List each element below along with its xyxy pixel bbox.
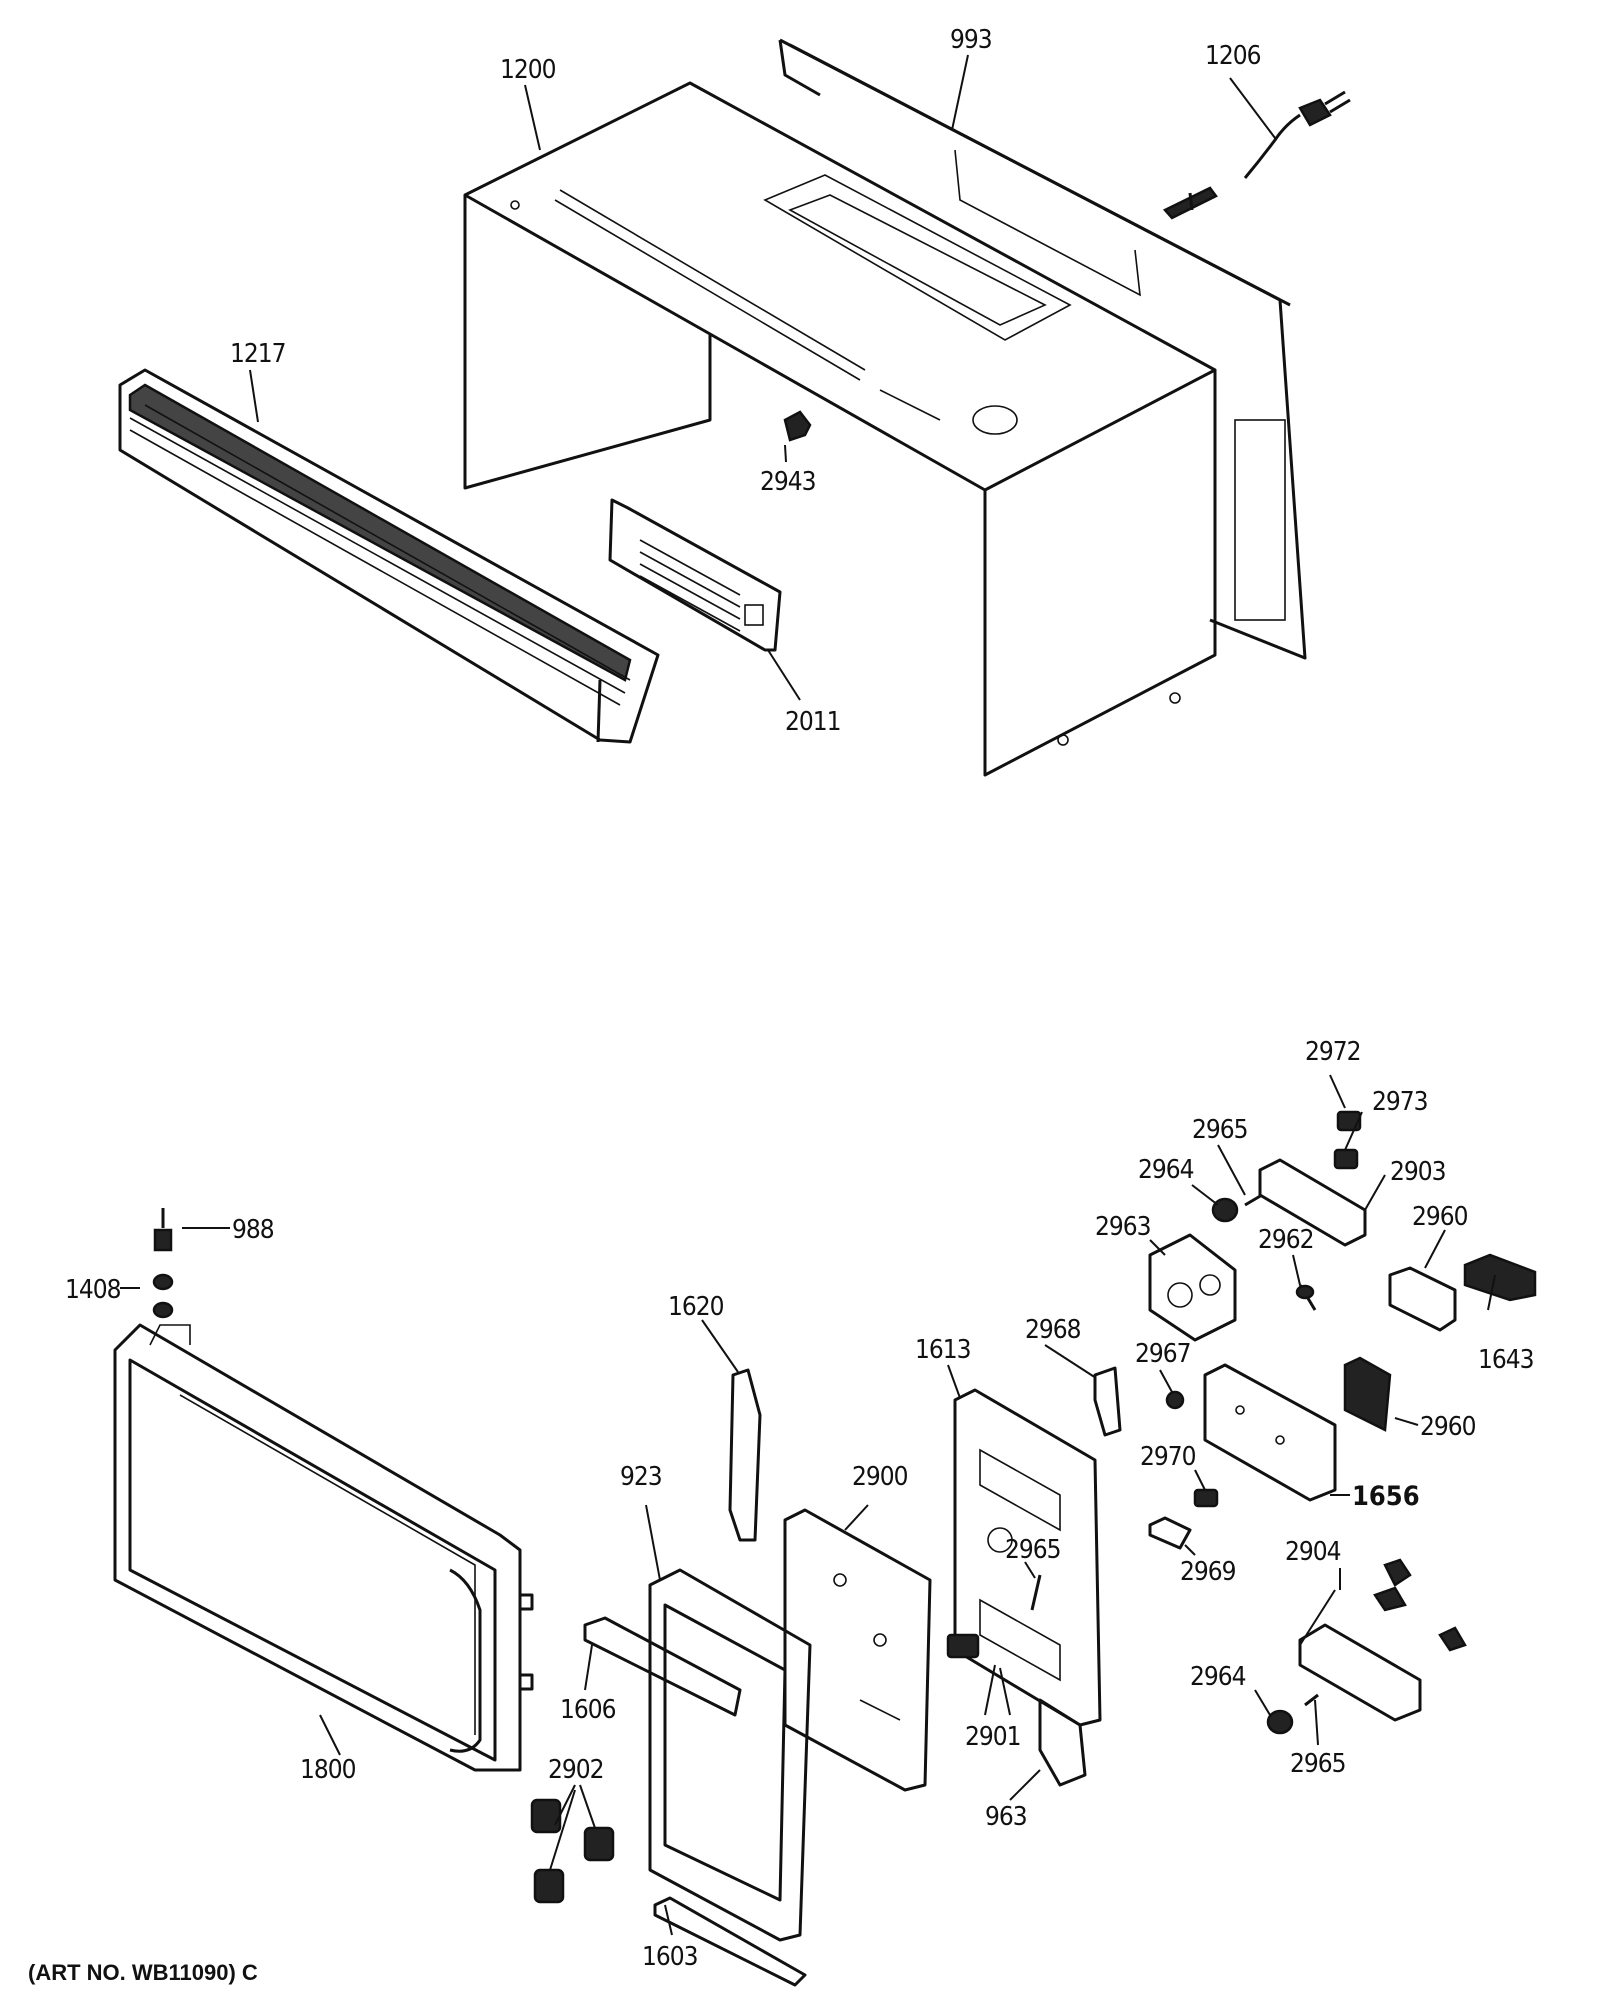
part-2970 — [1193, 1488, 1219, 1508]
door-1800 — [113, 1323, 534, 1772]
switch-2973 — [1333, 1148, 1359, 1170]
timer-motor-2963 — [1148, 1233, 1237, 1342]
spring-2965-upper — [1244, 1193, 1263, 1207]
power-cord-1206 — [1162, 90, 1351, 220]
label-2964-lower: 2964 — [1190, 1662, 1246, 1692]
label-988: 988 — [232, 1215, 274, 1245]
label-2968: 2968 — [1025, 1315, 1081, 1345]
label-2943: 2943 — [760, 467, 816, 497]
label-1200: 1200 — [500, 55, 556, 85]
plate-2969 — [1148, 1516, 1192, 1550]
washers-1408 — [152, 1273, 174, 1319]
label-2904: 2904 — [1285, 1537, 1341, 1567]
label-2960-lower: 2960 — [1420, 1412, 1476, 1442]
switch-assembly-2904 — [1298, 1558, 1467, 1722]
vent-grille-1217 — [118, 368, 660, 744]
label-1217: 1217 — [230, 339, 286, 369]
label-963: 963 — [985, 1802, 1027, 1832]
label-2902: 2902 — [548, 1755, 604, 1785]
label-2960-upper: 2960 — [1412, 1202, 1468, 1232]
label-2970: 2970 — [1140, 1442, 1196, 1472]
circuit-board-1656 — [1203, 1363, 1337, 1502]
label-2962: 2962 — [1258, 1225, 1314, 1255]
label-2967: 2967 — [1135, 1339, 1191, 1369]
label-2969: 2969 — [1180, 1557, 1236, 1587]
label-1603: 1603 — [642, 1942, 698, 1972]
trim-1606 — [583, 1616, 742, 1717]
bracket-963 — [1038, 1698, 1087, 1787]
label-993: 993 — [950, 25, 992, 55]
label-1800: 1800 — [300, 1755, 356, 1785]
knob-2964-upper — [1211, 1197, 1239, 1223]
label-923: 923 — [620, 1462, 662, 1492]
cover-plate-2011 — [608, 498, 782, 652]
bracket-2960-upper — [1388, 1266, 1457, 1332]
art-number-caption: (ART NO. WB11090) C — [28, 1960, 258, 1985]
label-2011: 2011 — [785, 707, 841, 737]
label-1206: 1206 — [1205, 41, 1261, 71]
bracket-1620 — [728, 1368, 762, 1542]
label-2972: 2972 — [1305, 1037, 1361, 1067]
pad-2901 — [946, 1633, 980, 1659]
switch-2972 — [1336, 1110, 1362, 1132]
spring-2965-lower — [1304, 1693, 1319, 1707]
label-1408: 1408 — [65, 1275, 121, 1305]
clip-2943 — [783, 410, 812, 442]
connector-2960-lower — [1343, 1356, 1392, 1432]
label-1656: 1656 — [1352, 1481, 1420, 1512]
label-1643: 1643 — [1478, 1345, 1534, 1375]
frame-923 — [648, 1568, 812, 1942]
bracket-2968 — [1093, 1366, 1122, 1437]
label-2964-upper: 2964 — [1138, 1155, 1194, 1185]
label-1606: 1606 — [560, 1695, 616, 1725]
knob-2964-lower — [1266, 1709, 1294, 1735]
label-2963: 2963 — [1095, 1212, 1151, 1242]
label-2973: 2973 — [1372, 1087, 1428, 1117]
label-1620: 1620 — [668, 1292, 724, 1322]
back-panel-993 — [778, 38, 1307, 660]
label-2903: 2903 — [1390, 1157, 1446, 1187]
label-2901: 2901 — [965, 1722, 1021, 1752]
label-1613: 1613 — [915, 1335, 971, 1365]
switch-1643 — [1463, 1253, 1537, 1302]
spring-2965-center — [1030, 1574, 1042, 1611]
label-2965-center: 2965 — [1005, 1535, 1061, 1565]
feet-2902 — [530, 1798, 615, 1904]
panel-2900 — [783, 1508, 932, 1792]
screw-988 — [153, 1208, 173, 1252]
label-2900: 2900 — [852, 1462, 908, 1492]
label-2965-upper: 2965 — [1192, 1115, 1248, 1145]
trim-1603 — [653, 1896, 807, 1987]
label-2965-lower: 2965 — [1290, 1749, 1346, 1779]
switch-assembly-2903 — [1258, 1158, 1367, 1247]
part-2967 — [1165, 1390, 1185, 1410]
shaft-2962 — [1295, 1284, 1317, 1311]
outer-case-1200 — [463, 81, 1217, 777]
